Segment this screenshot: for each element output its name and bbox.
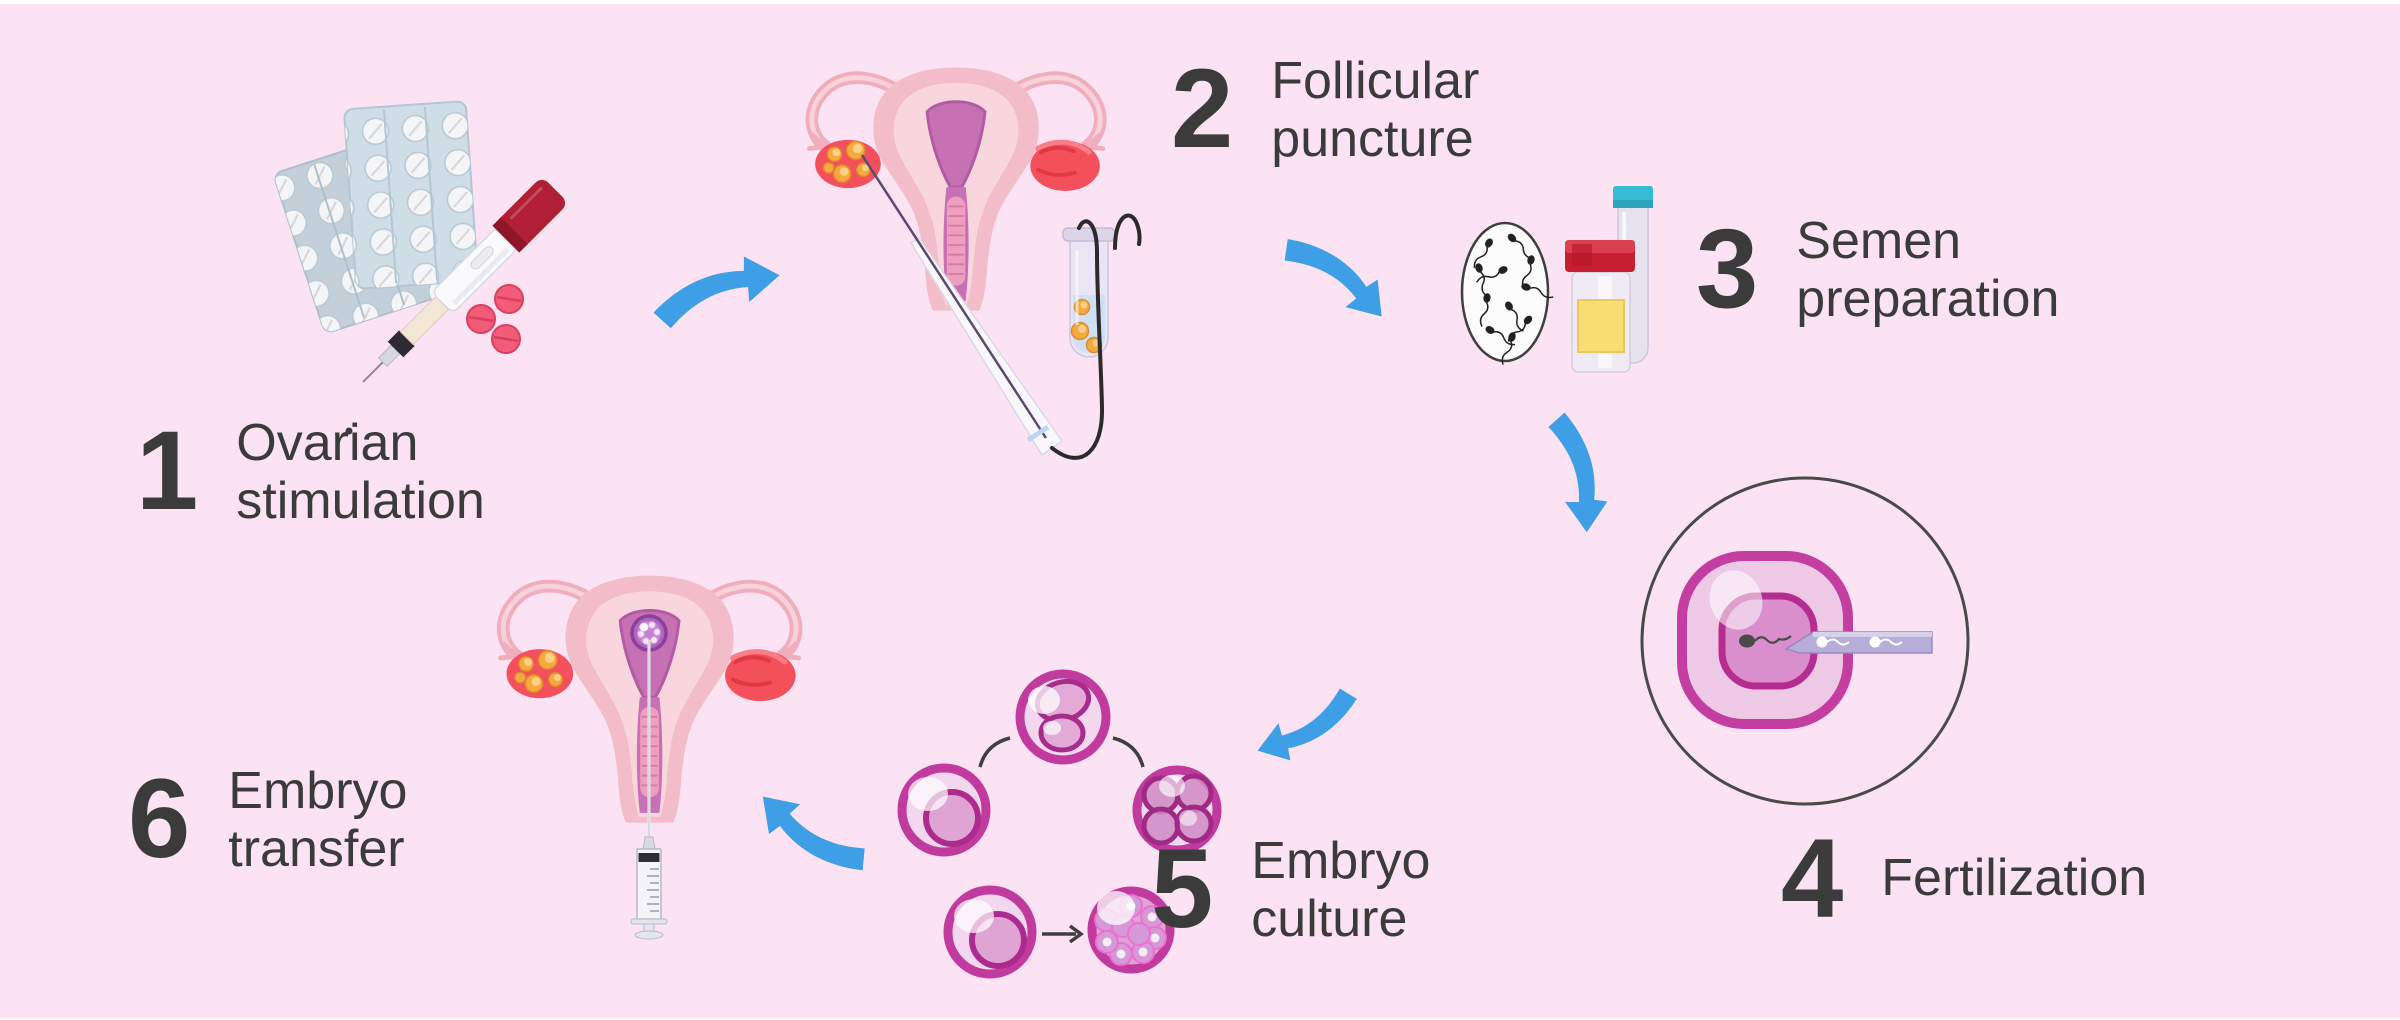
two-cell-embryo-icon: [1015, 669, 1111, 765]
step-3-text-line2: preparation: [1796, 269, 2060, 328]
icsi-pipette-icon: [1784, 631, 1933, 654]
step-1-illustration: [274, 100, 566, 435]
flow-arrow-4-5: [1251, 676, 1363, 773]
sperm-in-egg-icon: [1739, 634, 1792, 648]
transfer-syringe-icon: [630, 836, 668, 940]
step-6-text-line2: transfer: [228, 819, 405, 878]
step-5-text-line1: Embryo: [1251, 832, 1431, 890]
four-cell-embryo-icon: [1132, 765, 1222, 855]
step-3-label: 3 Semen preparation: [1696, 206, 2060, 331]
step-2-number: 2: [1171, 46, 1234, 171]
step-1-label: 1 Ovarian stimulation: [136, 408, 485, 533]
step-2-illustration: [809, 67, 1142, 460]
flow-arrow-5-6: [748, 787, 877, 880]
embryo-icon: [630, 614, 668, 652]
step-4-text-line1: Fertilization: [1881, 848, 2148, 907]
zygote-cell-icon: [897, 763, 991, 857]
top-white-strip: [0, 0, 2400, 4]
step-6-illustration: [501, 576, 799, 940]
pill-blister-pack-icon: [343, 100, 479, 290]
zygote-cell-icon: [943, 885, 1037, 979]
egg-collection-tube-icon: [1062, 227, 1116, 358]
flow-arrow-1-2: [648, 246, 785, 342]
petri-field-circle: [1640, 476, 1970, 806]
collection-tubing-icon: [1050, 213, 1142, 460]
stage-connector-arc: [978, 736, 1011, 768]
step-2-label: 2 Follicular puncture: [1171, 46, 1480, 171]
morula-embryo-icon: [1087, 886, 1175, 974]
step-5-label: 5 Embryo culture: [1151, 826, 1431, 951]
puncture-needle-icon: [860, 154, 1064, 457]
stage-arrow-icon: [1042, 924, 1084, 944]
step-6-text-line1: Embryo: [228, 762, 408, 820]
flow-arrow-3-4: [1536, 409, 1615, 536]
step-6-number: 6: [128, 756, 191, 881]
step-1-text-line1: Ovarian: [236, 414, 419, 472]
step-2-text-line1: Follicular: [1271, 52, 1480, 110]
stage-connector-arc: [1112, 736, 1145, 768]
step-3-text-line1: Semen: [1796, 212, 1962, 270]
step-1-text-line2: stimulation: [236, 471, 485, 530]
tablet-icon: [466, 284, 524, 354]
step-5-text-line2: culture: [1251, 889, 1408, 948]
step-4-label: 4 Fertilization: [1781, 816, 2148, 941]
step-4-illustration: [1640, 476, 1970, 806]
step-4-number: 4: [1781, 816, 1844, 941]
uterus-icon: [809, 67, 1102, 310]
step-5-number: 5: [1151, 826, 1214, 951]
bottom-white-strip: [0, 1018, 2400, 1020]
flow-arrow-2-3: [1272, 230, 1397, 326]
step-3-number: 3: [1696, 206, 1759, 331]
step-2-text-line2: puncture: [1271, 109, 1474, 168]
step-5-illustration: [897, 669, 1222, 979]
step-3-illustration: [1460, 186, 1653, 373]
step-6-label: 6 Embryo transfer: [128, 756, 408, 881]
injection-pen-icon: [362, 179, 566, 383]
needle-tip-dot: [345, 427, 353, 435]
specimen-container-icon: [1565, 240, 1635, 373]
step-1-number: 1: [136, 408, 199, 533]
sperm-sample-icon: [1460, 221, 1556, 367]
